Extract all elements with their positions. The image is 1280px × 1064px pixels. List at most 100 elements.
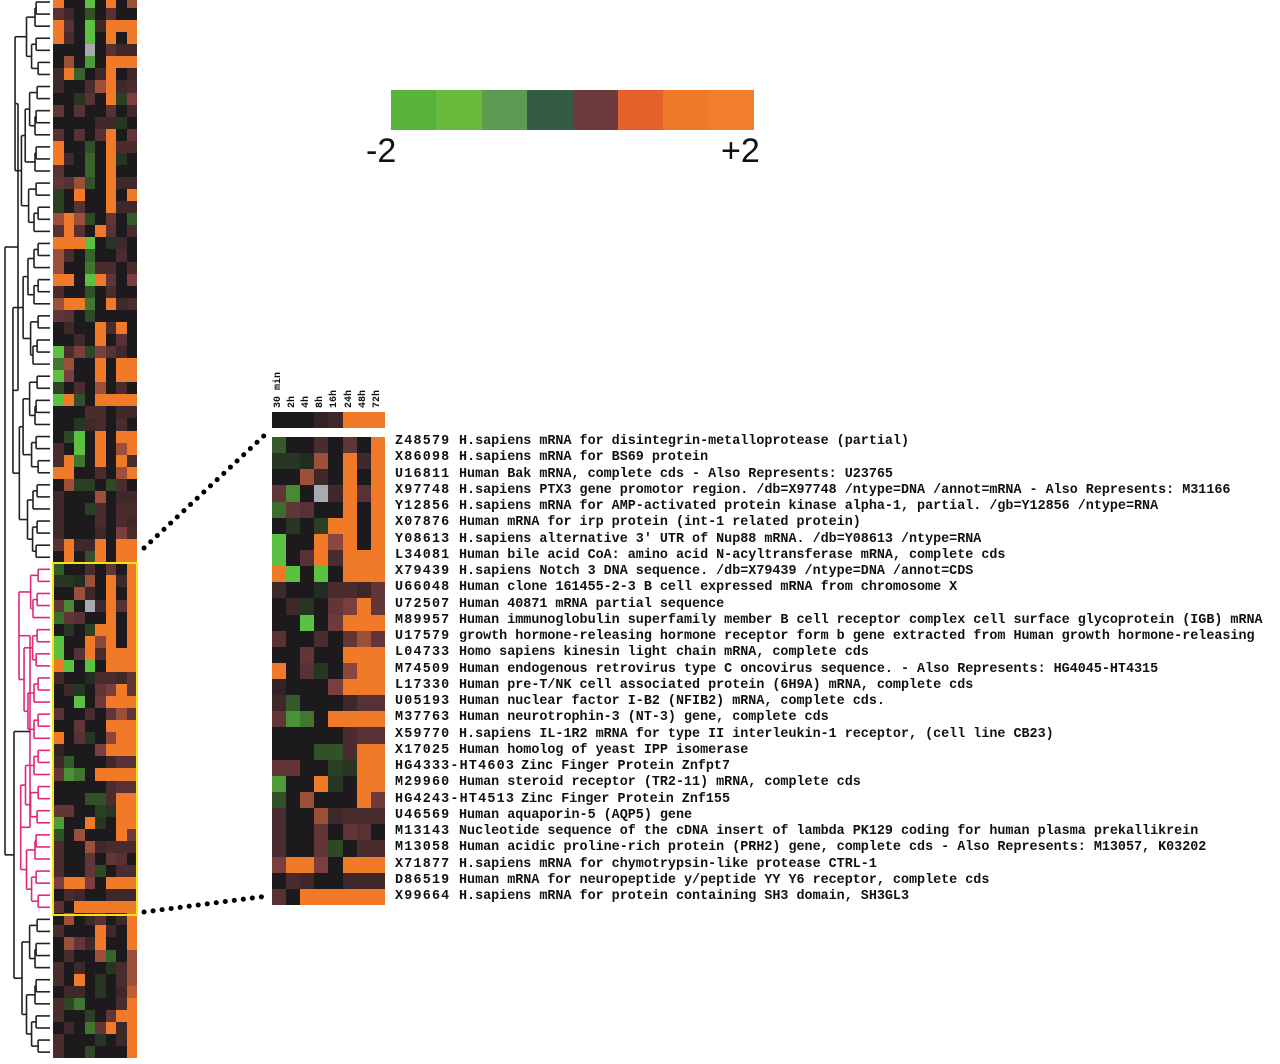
gene-accession: U66048	[395, 580, 451, 596]
overview-cell	[63, 249, 75, 262]
overview-cell	[95, 587, 106, 600]
overview-cell	[116, 285, 127, 299]
overview-cell	[126, 877, 138, 890]
overview-cell	[105, 563, 117, 576]
overview-cell	[74, 913, 85, 926]
overview-cell	[116, 140, 127, 154]
summary-cell	[300, 412, 315, 428]
overview-cell	[116, 32, 127, 45]
overview-cell	[105, 394, 117, 407]
overview-cell	[105, 104, 117, 117]
heatmap-cell	[300, 501, 315, 519]
overview-cell	[53, 358, 64, 371]
column-label-text: 72h	[371, 389, 383, 408]
overview-cell	[95, 816, 106, 830]
gene-description: Human mRNA for neuropeptide y/peptide YY…	[459, 872, 990, 888]
overview-cell	[126, 623, 138, 636]
overview-cell	[126, 563, 138, 576]
overview-cell	[126, 418, 138, 431]
overview-cell	[53, 937, 64, 950]
heatmap-cell	[286, 856, 301, 874]
heatmap-cell	[314, 501, 329, 519]
overview-cell	[95, 611, 106, 624]
overview-cell	[116, 56, 127, 69]
overview-cell	[53, 1034, 64, 1047]
overview-cell	[63, 937, 75, 950]
dendrogram	[4, 1, 50, 1053]
overview-cell	[84, 297, 96, 311]
overview-cell	[84, 671, 96, 685]
overview-cell	[74, 502, 85, 516]
overview-cell	[116, 1021, 127, 1035]
overview-cell	[53, 515, 64, 528]
overview-cell	[63, 587, 75, 600]
overview-cell	[53, 213, 64, 226]
heatmap-cell	[328, 743, 343, 761]
overview-cell	[95, 285, 106, 299]
overview-cell	[95, 466, 106, 480]
overview-cell	[84, 333, 96, 347]
overview-cell	[126, 201, 138, 214]
overview-cell	[63, 261, 75, 274]
overview-cell	[116, 599, 127, 612]
overview-cell	[63, 804, 75, 818]
overview-cell	[53, 309, 64, 323]
overview-cell	[95, 696, 106, 709]
heatmap-cell	[272, 711, 287, 728]
gene-accession: Y08613	[395, 531, 451, 547]
heatmap-cell	[286, 824, 301, 841]
overview-cell	[116, 816, 127, 830]
overview-cell	[95, 889, 106, 902]
overview-cell	[63, 297, 75, 311]
overview-cell	[53, 164, 64, 178]
overview-cell	[126, 140, 138, 154]
overview-cell	[53, 949, 64, 962]
overview-cell	[74, 611, 85, 624]
heatmap-cell	[328, 711, 343, 728]
overview-cell	[74, 961, 85, 974]
overview-cell	[84, 889, 96, 902]
overview-cell	[126, 792, 138, 805]
overview-cell	[95, 321, 106, 335]
overview-cell	[63, 1046, 75, 1059]
heatmap-cell	[272, 743, 287, 761]
heatmap-cell	[370, 872, 386, 890]
overview-cell	[63, 539, 75, 552]
heatmap-cell	[272, 824, 287, 841]
heatmap-cell	[314, 840, 329, 857]
gene-description: H.sapiens Notch 3 DNA sequence. /db=X794…	[459, 564, 974, 579]
overview-cell	[53, 8, 64, 21]
heatmap-cell	[286, 775, 301, 793]
overview-cell	[105, 828, 117, 842]
overview-cell	[95, 865, 106, 878]
gene-description: Zinc Finger Protein Znf155	[521, 791, 731, 807]
overview-cell	[84, 925, 96, 938]
heatmap-cell	[356, 727, 372, 744]
overview-cell	[116, 1046, 127, 1059]
heatmap-cell	[370, 646, 386, 664]
overview-cell	[84, 309, 96, 323]
overview-cell	[84, 382, 96, 395]
overview-cell	[116, 80, 127, 93]
heatmap-cell	[370, 630, 386, 648]
overview-cell	[63, 237, 75, 250]
overview-cell	[74, 177, 85, 190]
overview-cell	[53, 92, 64, 105]
overview-cell	[105, 671, 117, 685]
heatmap-cell	[300, 614, 315, 632]
overview-cell	[53, 478, 64, 492]
heatmap-cell	[342, 872, 358, 890]
heatmap-cell	[286, 727, 301, 744]
heatmap-cell	[342, 614, 358, 632]
overview-cell	[126, 297, 138, 311]
overview-cell	[53, 744, 64, 757]
overview-cell	[116, 865, 127, 878]
overview-cell	[53, 852, 64, 866]
overview-cell	[116, 237, 127, 250]
overview-cell	[95, 442, 106, 455]
heatmap-cell	[300, 888, 315, 906]
overview-cell	[84, 44, 96, 57]
overview-cell	[63, 454, 75, 468]
